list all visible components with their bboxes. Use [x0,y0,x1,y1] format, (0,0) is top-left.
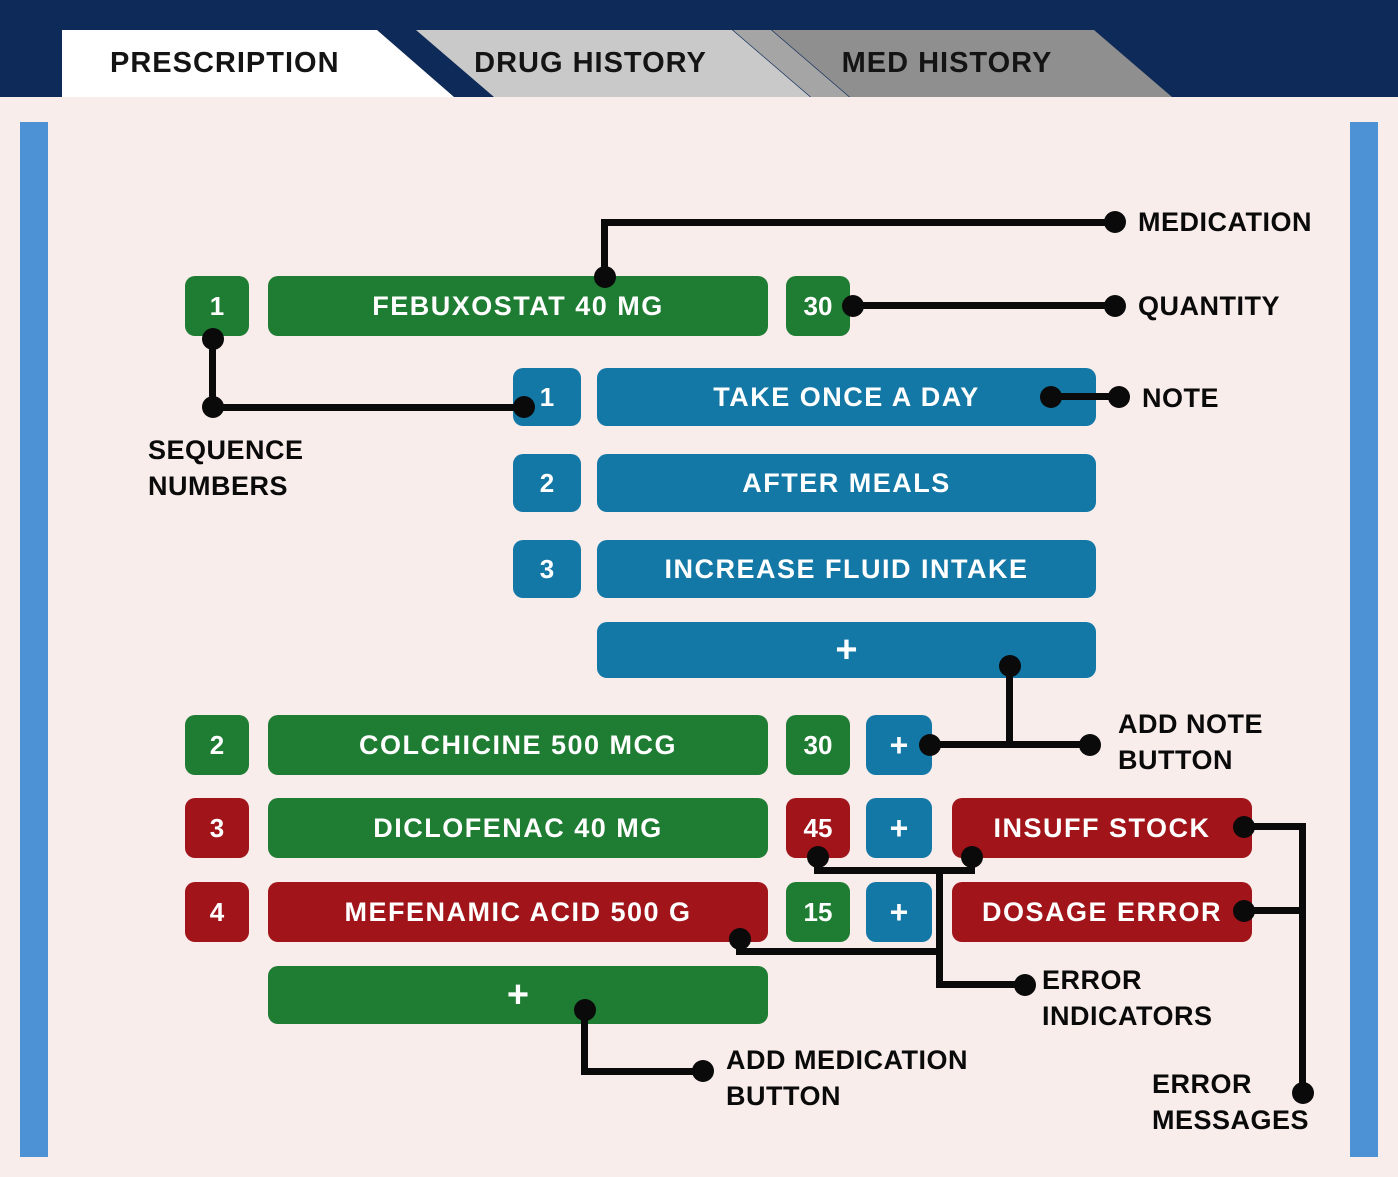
annotation-note: NOTE [1142,383,1220,413]
connector-line [1299,823,1306,1095]
note-sequence-badge: 2 [513,454,581,512]
connector-dot [1104,295,1126,317]
connector-line [814,857,821,874]
tab-med-history[interactable]: MED HISTORY [772,30,1172,97]
annotation-error-indicators: ERROR INDICATORS [1042,965,1213,1031]
connector-line [940,981,1025,988]
connector-line [1244,907,1306,914]
sequence-badge: 2 [185,715,249,775]
medication-name-error[interactable]: MEFENAMIC ACID 500 G [268,882,768,942]
annotation-add-medication-button: ADD MEDICATION BUTTON [726,1045,968,1111]
sequence-badge: 1 [185,276,249,336]
quantity-badge[interactable]: 30 [786,715,850,775]
connector-dot [513,396,535,418]
quantity-badge[interactable]: 30 [786,276,850,336]
connector-line [213,404,524,411]
note-text[interactable]: AFTER MEALS [597,454,1096,512]
scrollbar-left[interactable] [20,122,48,1157]
connector-dot [1292,1082,1314,1104]
connector-line [853,302,1111,309]
note-sequence-badge: 3 [513,540,581,598]
tab-med-history-label: MED HISTORY [841,47,1053,79]
add-note-row-button[interactable]: + [866,882,932,942]
note-text[interactable]: INCREASE FLUID INTAKE [597,540,1096,598]
quantity-badge-error[interactable]: 45 [786,798,850,858]
connector-dot [1104,211,1126,233]
connector-line [814,867,975,874]
medication-name[interactable]: FEBUXOSTAT 40 MG [268,276,768,336]
sequence-badge-error: 4 [185,882,249,942]
note-text[interactable]: TAKE ONCE A DAY [597,368,1096,426]
connector-dot [1079,734,1101,756]
tab-drug-history[interactable]: DRUG HISTORY [416,30,810,97]
connector-line [736,948,940,955]
connector-line [209,339,216,411]
annotation-add-note-button: ADD NOTE BUTTON [1118,709,1263,775]
annotation-medication: MEDICATION [1138,207,1312,237]
error-message: INSUFF STOCK [952,798,1252,858]
connector-line [581,1010,588,1075]
add-note-button[interactable]: + [597,622,1096,678]
connector-dot [919,734,941,756]
sequence-badge-error: 3 [185,798,249,858]
annotation-sequence-numbers: SEQUENCE NUMBERS [148,435,304,501]
connector-line [1051,393,1119,400]
connector-dot [692,1060,714,1082]
connector-line [968,857,975,874]
error-message: DOSAGE ERROR [952,882,1252,942]
medication-name[interactable]: COLCHICINE 500 MCG [268,715,768,775]
add-note-row-button[interactable]: + [866,798,932,858]
scrollbar-right[interactable] [1350,122,1378,1157]
connector-dot [1014,974,1036,996]
annotation-quantity: QUANTITY [1138,291,1280,321]
connector-line [1006,666,1013,748]
quantity-badge[interactable]: 15 [786,882,850,942]
connector-line [1244,823,1306,830]
tab-drug-history-label: DRUG HISTORY [474,47,707,79]
connector-line [930,741,1090,748]
connector-line [736,939,743,955]
connector-line [936,867,943,988]
tab-prescription-label: PRESCRIPTION [110,47,340,79]
tab-prescription[interactable]: PRESCRIPTION [62,30,454,97]
connector-line [601,219,1115,226]
medication-name[interactable]: DICLOFENAC 40 MG [268,798,768,858]
connector-dot [1108,386,1130,408]
add-medication-button[interactable]: + [268,966,768,1024]
annotation-error-messages: ERROR MESSAGES [1152,1069,1310,1135]
connector-line [601,222,608,280]
connector-line [585,1068,703,1075]
